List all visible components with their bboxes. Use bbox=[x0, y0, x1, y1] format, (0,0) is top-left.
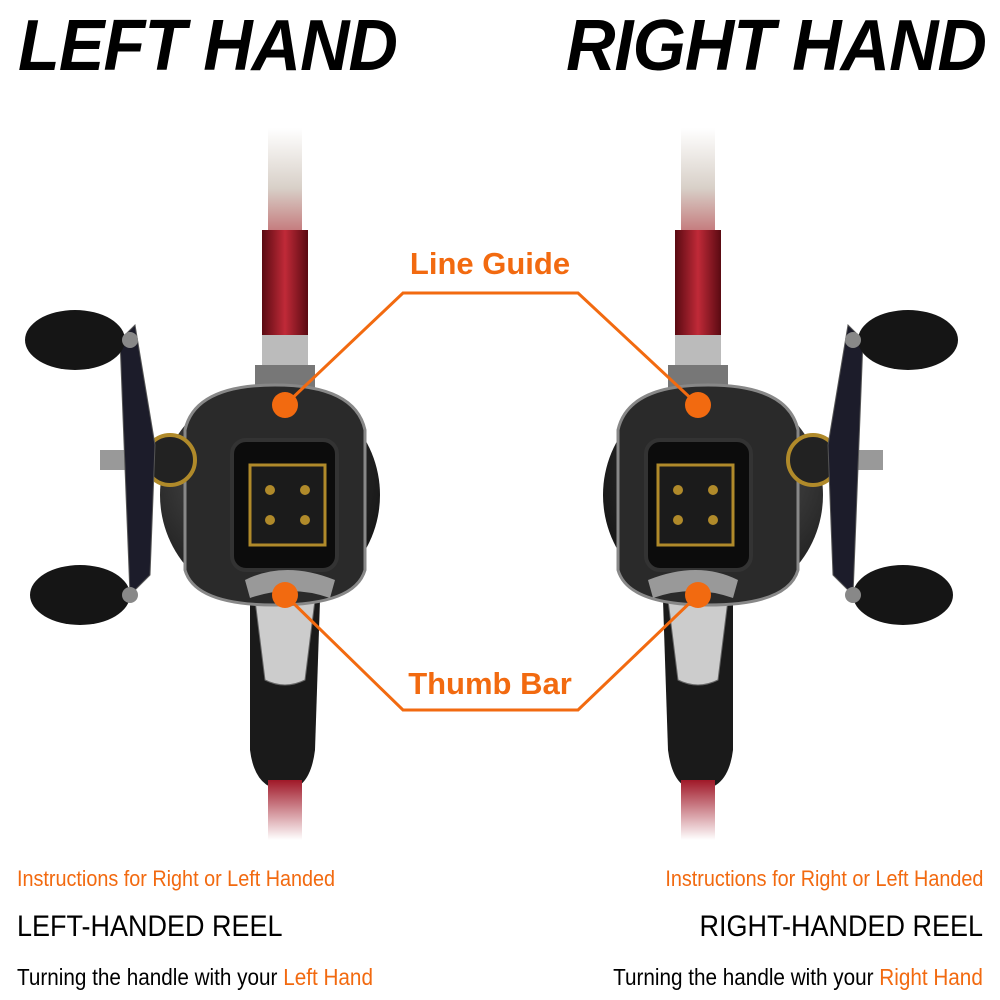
line-guide-connector bbox=[283, 291, 700, 407]
thumb-bar-connector bbox=[283, 593, 700, 712]
thumb-bar-marker-left bbox=[272, 582, 298, 608]
left-hand-highlight: Left Hand bbox=[283, 964, 373, 990]
thumb-bar-marker-right bbox=[685, 582, 711, 608]
left-hand-title: LEFT HAND bbox=[18, 6, 398, 86]
left-instructions: Instructions for Right or Left Handed bbox=[17, 866, 336, 891]
right-handed-reel-image bbox=[601, 126, 960, 842]
left-turning-prefix: Turning the handle with your bbox=[17, 964, 284, 990]
right-reel-heading: RIGHT-HANDED REEL bbox=[699, 910, 983, 943]
right-turning-prefix: Turning the handle with your bbox=[613, 964, 880, 990]
thumb-bar-label: Thumb Bar bbox=[408, 666, 572, 701]
left-reel-heading: LEFT-HANDED REEL bbox=[17, 910, 283, 943]
line-guide-label: Line Guide bbox=[409, 246, 571, 281]
right-hand-highlight: Right Hand bbox=[879, 964, 983, 990]
line-guide-marker-left bbox=[272, 392, 298, 418]
right-turning-text: Turning the handle with your Right Hand bbox=[613, 964, 983, 991]
left-handed-reel-image bbox=[23, 126, 382, 842]
left-turning-text: Turning the handle with your Left Hand bbox=[17, 964, 373, 991]
right-instructions: Instructions for Right or Left Handed bbox=[664, 866, 983, 891]
line-guide-marker-right bbox=[685, 392, 711, 418]
right-hand-title: RIGHT HAND bbox=[566, 6, 987, 86]
